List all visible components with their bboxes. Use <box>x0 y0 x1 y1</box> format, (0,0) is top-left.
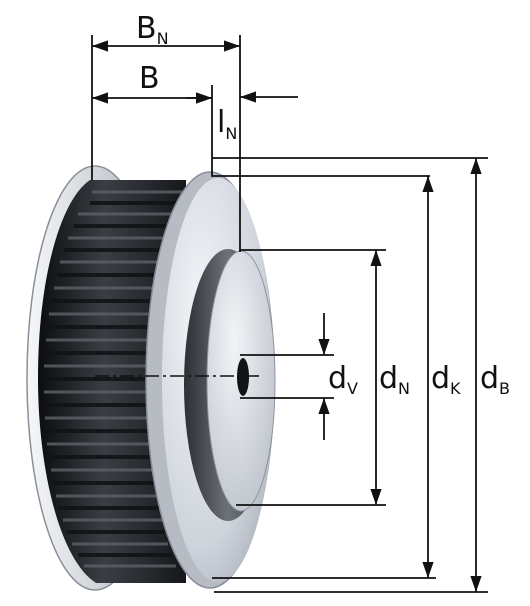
label-ln: lN <box>217 105 237 143</box>
label-dv: dV <box>328 361 358 398</box>
dimension-lines <box>91 35 488 593</box>
tooth-highlights <box>44 201 180 557</box>
label-b: B <box>139 61 160 96</box>
label-bn: BN <box>136 11 169 48</box>
bore <box>237 358 249 396</box>
label-dn: dN <box>379 361 410 398</box>
timing-pulley <box>26 165 276 591</box>
label-dk: dK <box>431 361 461 398</box>
label-db: dB <box>480 361 510 398</box>
tooth-grooves <box>44 190 182 568</box>
